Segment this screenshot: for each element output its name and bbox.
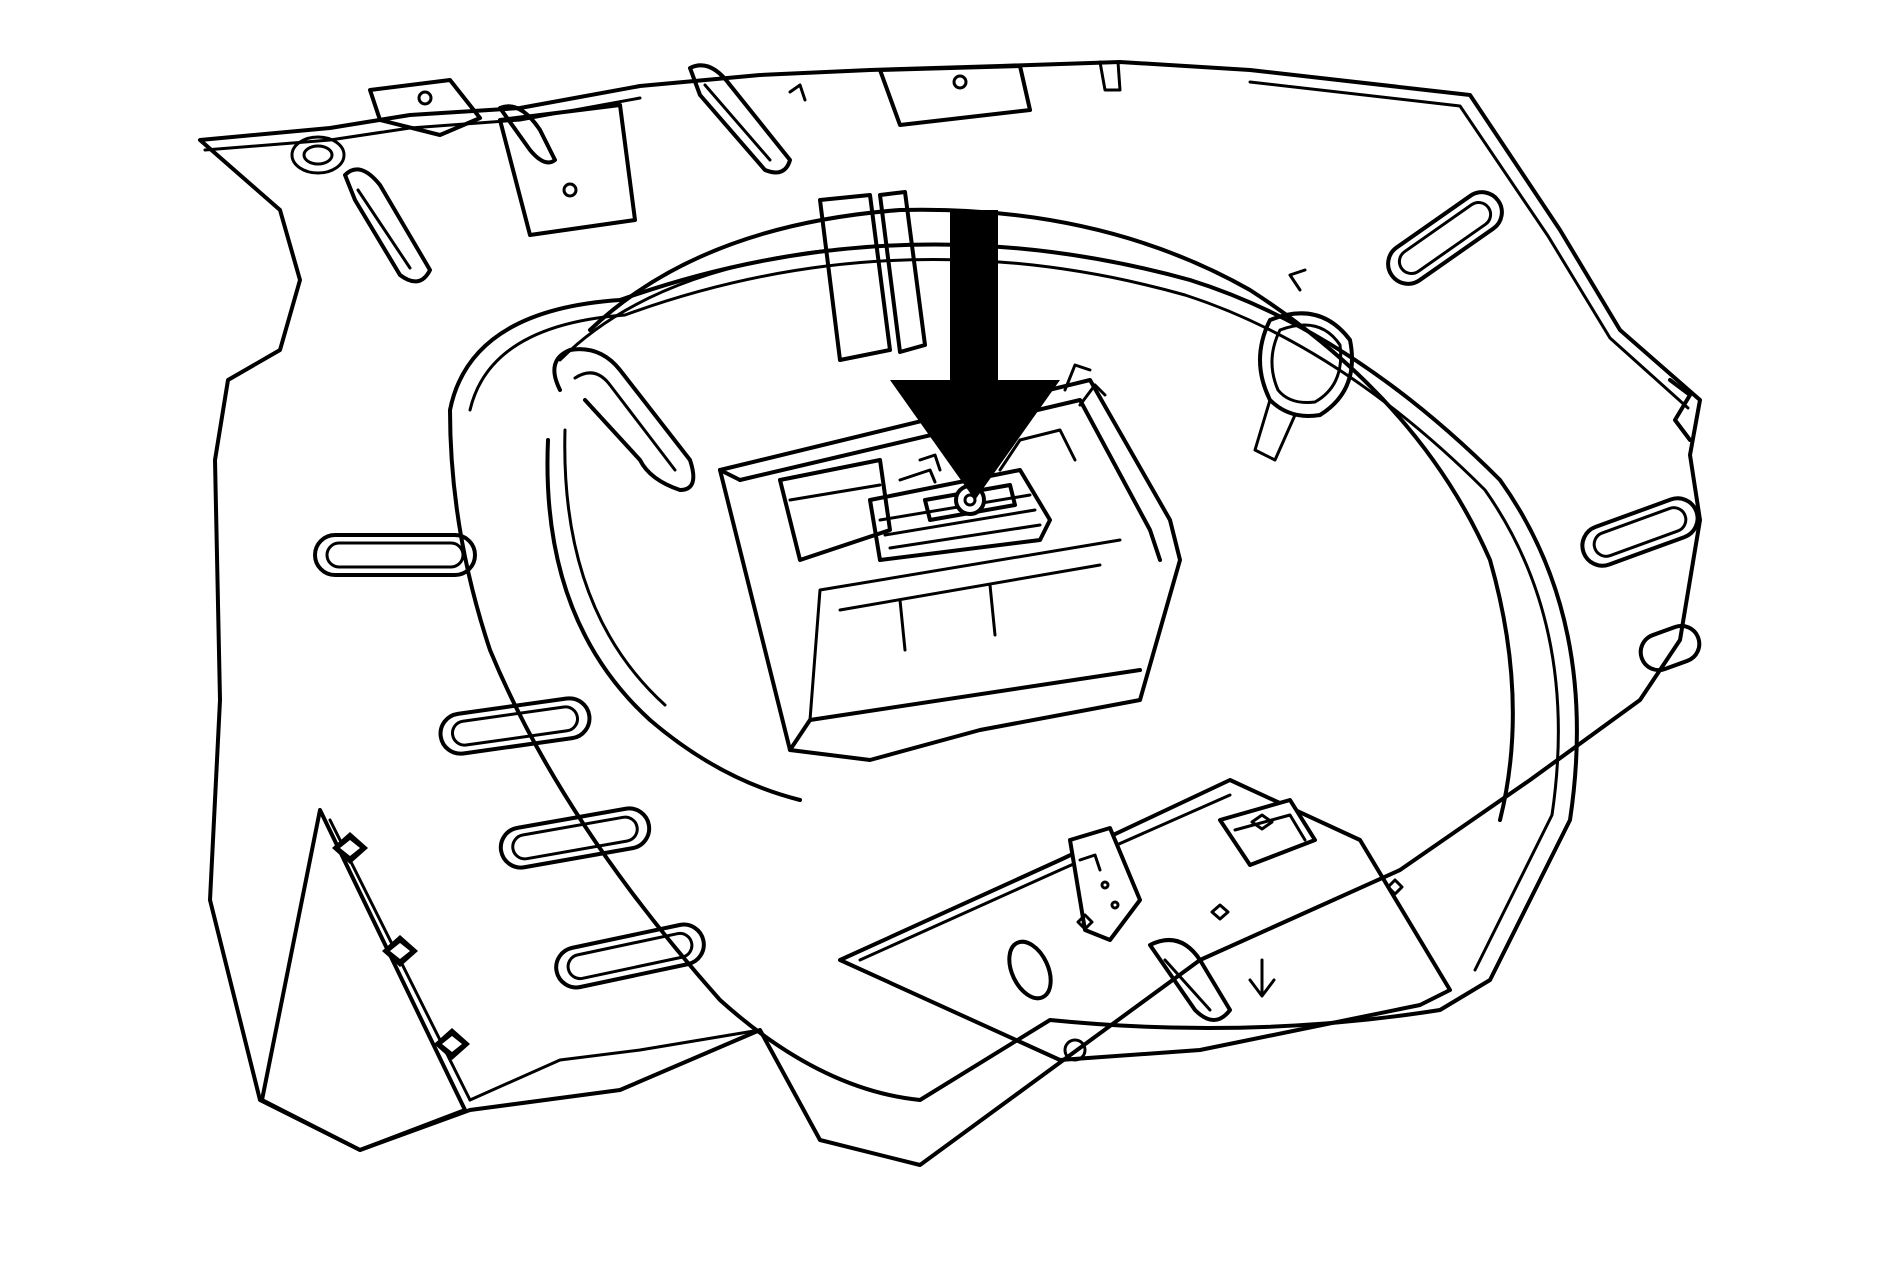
vertical-channel [818,190,927,362]
top-rib-2 [688,63,792,175]
slot-left-2 [438,696,592,756]
strap-loop [552,347,696,492]
top-bracket-right [788,60,1122,127]
left-flange [260,808,762,1152]
right-edge-notch [1668,378,1692,442]
latch-block [1218,798,1317,867]
top-bracket-left [290,78,482,175]
slot-right-mid [1580,496,1700,568]
callout-arrow [890,210,1060,500]
lower-bracket [1068,826,1142,942]
tire-well-floor [838,778,1452,1062]
top-bracket-center [498,103,637,237]
lower-clip [1148,938,1232,1022]
tire-well-inner-rim [545,207,1515,822]
right-grommet-bracket [1253,268,1354,462]
floor-holes [1007,878,1404,1062]
clip-1 [332,832,368,864]
top-rib-1 [343,167,432,284]
clip-3 [434,1028,470,1060]
small-arrow-marker [1248,958,1276,998]
clip-2 [382,935,418,967]
slot-right-upper [1386,190,1504,286]
slot-left-4 [554,922,706,990]
slot-right-lower [1638,623,1702,673]
slot-left-3 [498,806,652,870]
slot-left-1 [313,533,477,577]
